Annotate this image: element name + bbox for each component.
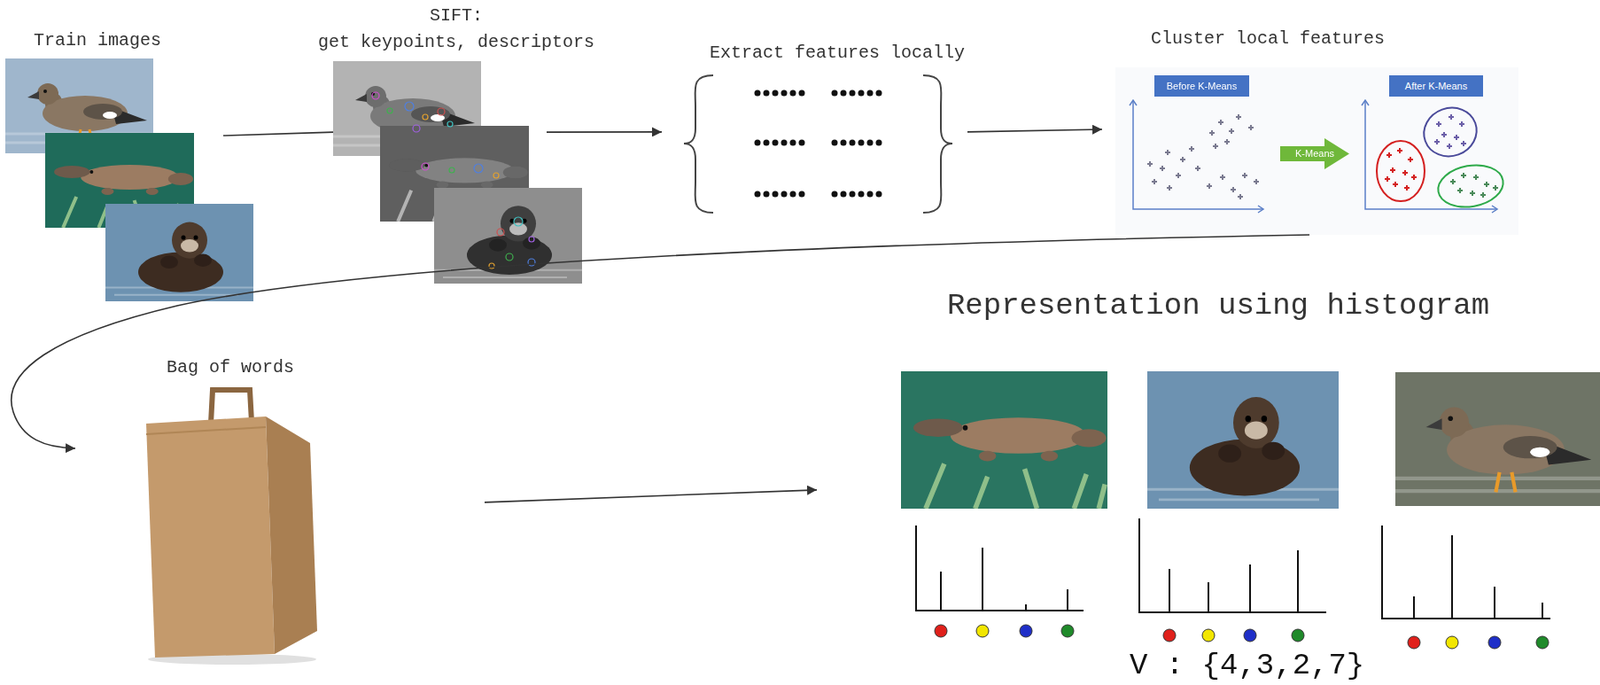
stage-title: Representation using histogram — [947, 287, 1490, 325]
connector-arrow — [546, 131, 662, 133]
bag-stage: Bag of words — [75, 349, 485, 661]
cluster-stage: Cluster local featuresBefore K-MeansK-Me… — [1102, 17, 1519, 235]
feature-stage: Extract features locally — [661, 26, 968, 218]
plot-label-box: After K-Means — [1389, 75, 1484, 97]
sift-stage: SIFT:get keypoints, descriptors — [333, 0, 547, 284]
connector-arrow — [967, 129, 1103, 133]
box-label: Before K-Means — [1166, 81, 1237, 92]
box-label: After K-Means — [1405, 81, 1468, 92]
arrow-body — [1280, 138, 1350, 170]
connector-arrow — [484, 489, 817, 503]
stage-title: SIFT: — [429, 5, 483, 27]
stage-title: Bag of words — [166, 357, 295, 379]
kmeans-arrow: K-Means — [1280, 138, 1350, 170]
stage-title: Cluster local features — [1150, 28, 1385, 50]
box-label: K-Means — [1295, 148, 1335, 159]
stage-title: Extract features locally — [709, 42, 965, 64]
plot-label-box: Before K-Means — [1154, 75, 1250, 97]
connector-arrow — [11, 234, 1310, 449]
histogram-stage: Representation using histogram — [816, 283, 1600, 685]
image-stage: Train images — [5, 26, 224, 302]
vector-label: V : {4,3,2,7} — [1129, 650, 1365, 681]
stage-title: Train images — [33, 30, 162, 52]
connector-arrow — [223, 132, 334, 136]
stage-title: get keypoints, descriptors — [318, 31, 595, 54]
